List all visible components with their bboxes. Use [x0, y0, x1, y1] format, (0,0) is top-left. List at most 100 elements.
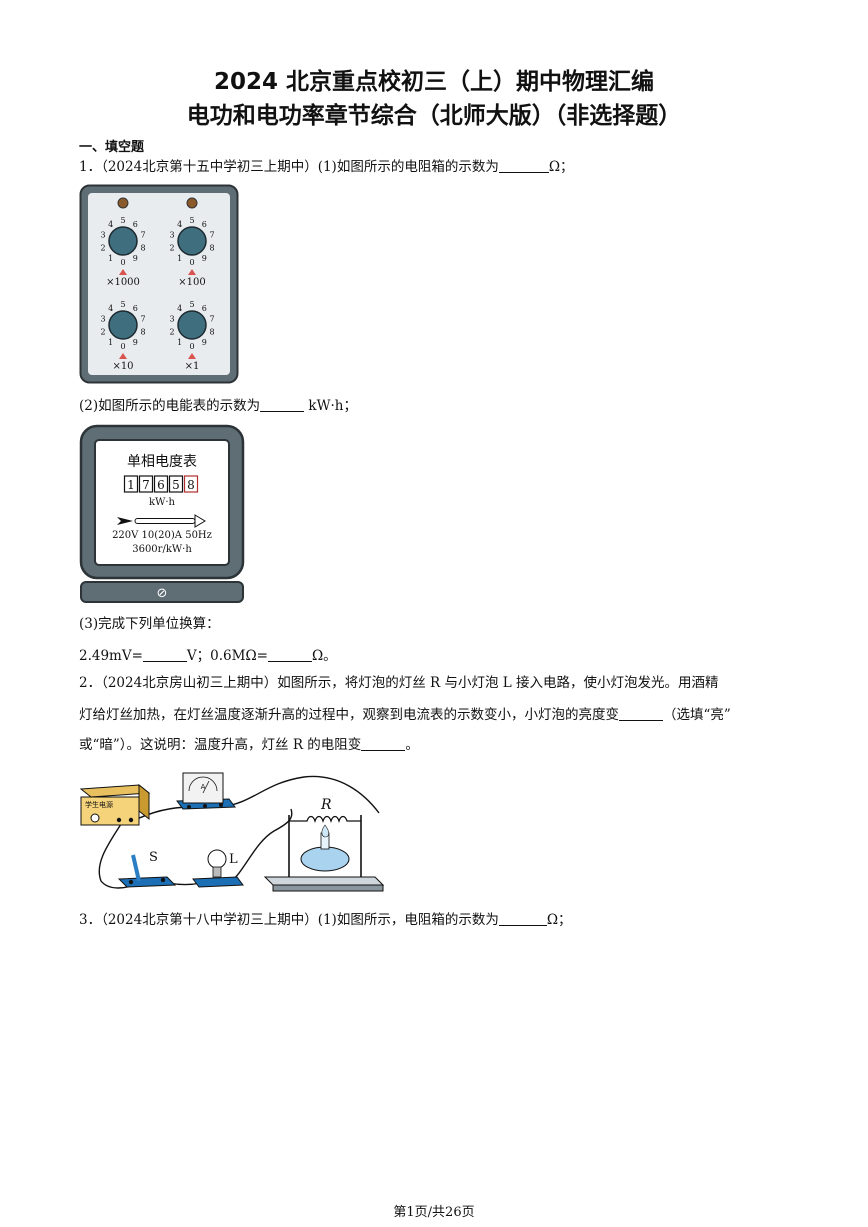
switch-label: S [149, 850, 158, 865]
answer-blank[interactable] [498, 912, 547, 926]
q3-unit: Ω； [546, 912, 572, 928]
meter-spec2: 3600r/kW·h [132, 544, 192, 555]
power-supply: 学生电源 [79, 783, 151, 826]
ammeter-label: A [201, 783, 206, 791]
q2-line3: 或“暗”）。这说明：温度升高，灯丝 R 的电阻变。 [79, 737, 419, 753]
dial-digit: 6 [202, 220, 207, 229]
section-heading: 一、填空题 [79, 140, 145, 155]
dial-digit: 1 [177, 254, 182, 263]
page-footer: 第1页/共26页 [393, 1205, 475, 1220]
alcohol-lamp [300, 846, 350, 872]
q2-line2-tail: （选填“亮” [663, 707, 731, 723]
dial-digit: 8 [140, 328, 145, 337]
page-title-line2: 电功和电功率章节综合（北师大版）（非选择题） [186, 103, 682, 129]
dial-multiplier-label: ×100 [178, 277, 205, 288]
q1-part1-unit: Ω； [548, 159, 574, 175]
dial-digit: 2 [100, 328, 105, 337]
answer-blank[interactable] [267, 648, 312, 662]
dial-digit: 0 [189, 342, 194, 351]
circuit-figure: 学生电源 A S L R [79, 772, 385, 892]
terminal-icon [117, 197, 129, 209]
dial-digit: 7 [209, 231, 214, 240]
dial-digit: 7 [140, 231, 145, 240]
knob-icon [90, 813, 100, 823]
meter-spec1: 220V 10(20)A 50Hz [112, 530, 212, 541]
dial-digit: 0 [120, 258, 125, 267]
dial-digit: 9 [202, 338, 207, 347]
dial-digit: 8 [140, 244, 145, 253]
power-supply-label: 学生电源 [85, 800, 113, 809]
answer-blank[interactable] [361, 737, 406, 751]
dial-digit: 2 [169, 244, 174, 253]
answer-blank[interactable] [619, 707, 663, 721]
dial-digit: 7 [140, 315, 145, 324]
q3-text: 3．（2024北京第十八中学初三上期中）(1)如图所示，电阻箱的示数为 [79, 912, 499, 928]
meter-digit: 1 [127, 478, 135, 492]
q1-part1: 1．（2024北京第十五中学初三上期中）(1)如图所示的电阻箱的示数为 Ω； [79, 159, 574, 175]
dial-digit: 3 [100, 231, 105, 240]
meter-digit-box [153, 475, 169, 493]
meter-title: 单相电度表 [127, 454, 197, 470]
answer-blank[interactable] [498, 159, 549, 173]
meter-digit: 8 [187, 478, 195, 492]
dial-digit: 3 [169, 315, 174, 324]
answer-blank[interactable] [260, 398, 305, 412]
conv-b: V；0.6MΩ= [186, 648, 268, 664]
dial-digit: 5 [189, 300, 194, 309]
q1-part2-text: (2)如图所示的电能表的示数为 [79, 398, 261, 414]
meter-digit-box [168, 475, 184, 493]
dial-digit: 5 [189, 216, 194, 225]
dial-multiplier-label: ×10 [112, 361, 133, 372]
pointer-icon [119, 269, 127, 275]
lightbulb-icon [207, 849, 227, 869]
dial-digit: 0 [120, 342, 125, 351]
dial-digit: 8 [209, 244, 214, 253]
answer-blank[interactable] [142, 648, 187, 662]
dial-digit: 0 [189, 258, 194, 267]
dial-digit: 4 [108, 220, 113, 229]
filament-label: R [320, 797, 332, 813]
dial-digit: 6 [133, 304, 138, 313]
dial-digit: 1 [108, 338, 113, 347]
dial-digit: 9 [133, 254, 138, 263]
page-title-line1: 2024 北京重点校初三（上）期中物理汇编 [213, 69, 655, 95]
q1-part2: (2)如图所示的电能表的示数为 kW·h； [79, 398, 357, 414]
q2-line2: 灯给灯丝加热，在灯丝温度逐渐升高的过程中，观察到电流表的示数变小，小灯泡的亮度变… [79, 707, 731, 723]
q2-line3-text: 或“暗”）。这说明：温度升高，灯丝 R 的电阻变 [79, 737, 362, 753]
pointer-icon [188, 353, 196, 359]
meter-digit-box [138, 475, 154, 493]
rotation-arrow-icon [117, 514, 206, 528]
filament-stand: R [263, 797, 385, 892]
dial-digit: 6 [202, 304, 207, 313]
q1-part1-text: 1．（2024北京第十五中学初三上期中）(1)如图所示的电阻箱的示数为 [79, 159, 499, 175]
terminal-icon [186, 197, 198, 209]
dial-digit: 8 [209, 328, 214, 337]
meter-digit-box [123, 475, 139, 493]
meter-digit: 6 [157, 478, 165, 492]
dial-digit: 7 [209, 315, 214, 324]
lamp: L [192, 849, 244, 888]
conv-a: 2.49mV= [79, 648, 143, 664]
dial-digit: 3 [100, 315, 105, 324]
dial-digit: 5 [120, 300, 125, 309]
meter-digit-box [183, 475, 199, 493]
dial-digit: 4 [177, 304, 182, 313]
pointer-icon [119, 353, 127, 359]
dial-digit: 2 [100, 244, 105, 253]
meter-digit: 5 [172, 478, 180, 492]
q1-conversions: 2.49mV=V；0.6MΩ=Ω。 [79, 648, 337, 664]
q1-part2-unit: kW·h； [304, 398, 357, 414]
dial-digit: 5 [120, 216, 125, 225]
q1-part3: (3)完成下列单位换算： [79, 616, 220, 632]
ammeter: A [176, 772, 236, 810]
dial-multiplier-label: ×1000 [106, 277, 140, 288]
meter-unit: kW·h [149, 497, 176, 508]
q2-line1: 2．（2024北京房山初三上期中）如图所示，将灯泡的灯丝 R 与小灯泡 L 接入… [79, 675, 719, 691]
q3: 3．（2024北京第十八中学初三上期中）(1)如图所示，电阻箱的示数为 Ω； [79, 912, 572, 928]
